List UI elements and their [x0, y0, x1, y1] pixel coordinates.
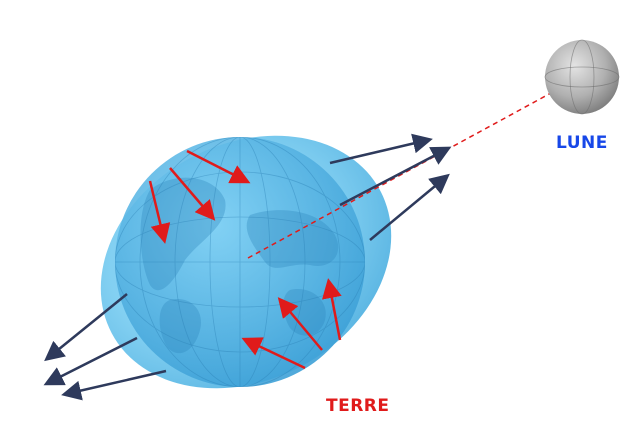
bulge-arrow — [369, 173, 450, 241]
bulge-arrows — [43, 133, 452, 401]
tidal-arrow — [169, 167, 216, 221]
tidal-arrow — [277, 297, 323, 351]
bulge-arrow — [339, 146, 452, 207]
earth-label: TERRE — [326, 396, 390, 416]
tidal-force-arrows — [148, 149, 342, 370]
tidal-arrow — [241, 337, 306, 370]
moon-sphere-icon — [544, 39, 620, 115]
moon-label: LUNE — [556, 133, 608, 153]
bulge-arrow — [61, 369, 167, 401]
tidal-arrow — [322, 278, 342, 341]
tidal-arrow — [148, 180, 171, 244]
tidal-arrow — [186, 149, 251, 184]
earth-globe-icon — [115, 137, 365, 387]
bulge-arrow — [43, 336, 138, 386]
bulge-arrow — [329, 133, 433, 165]
bulge-arrow — [44, 293, 128, 362]
